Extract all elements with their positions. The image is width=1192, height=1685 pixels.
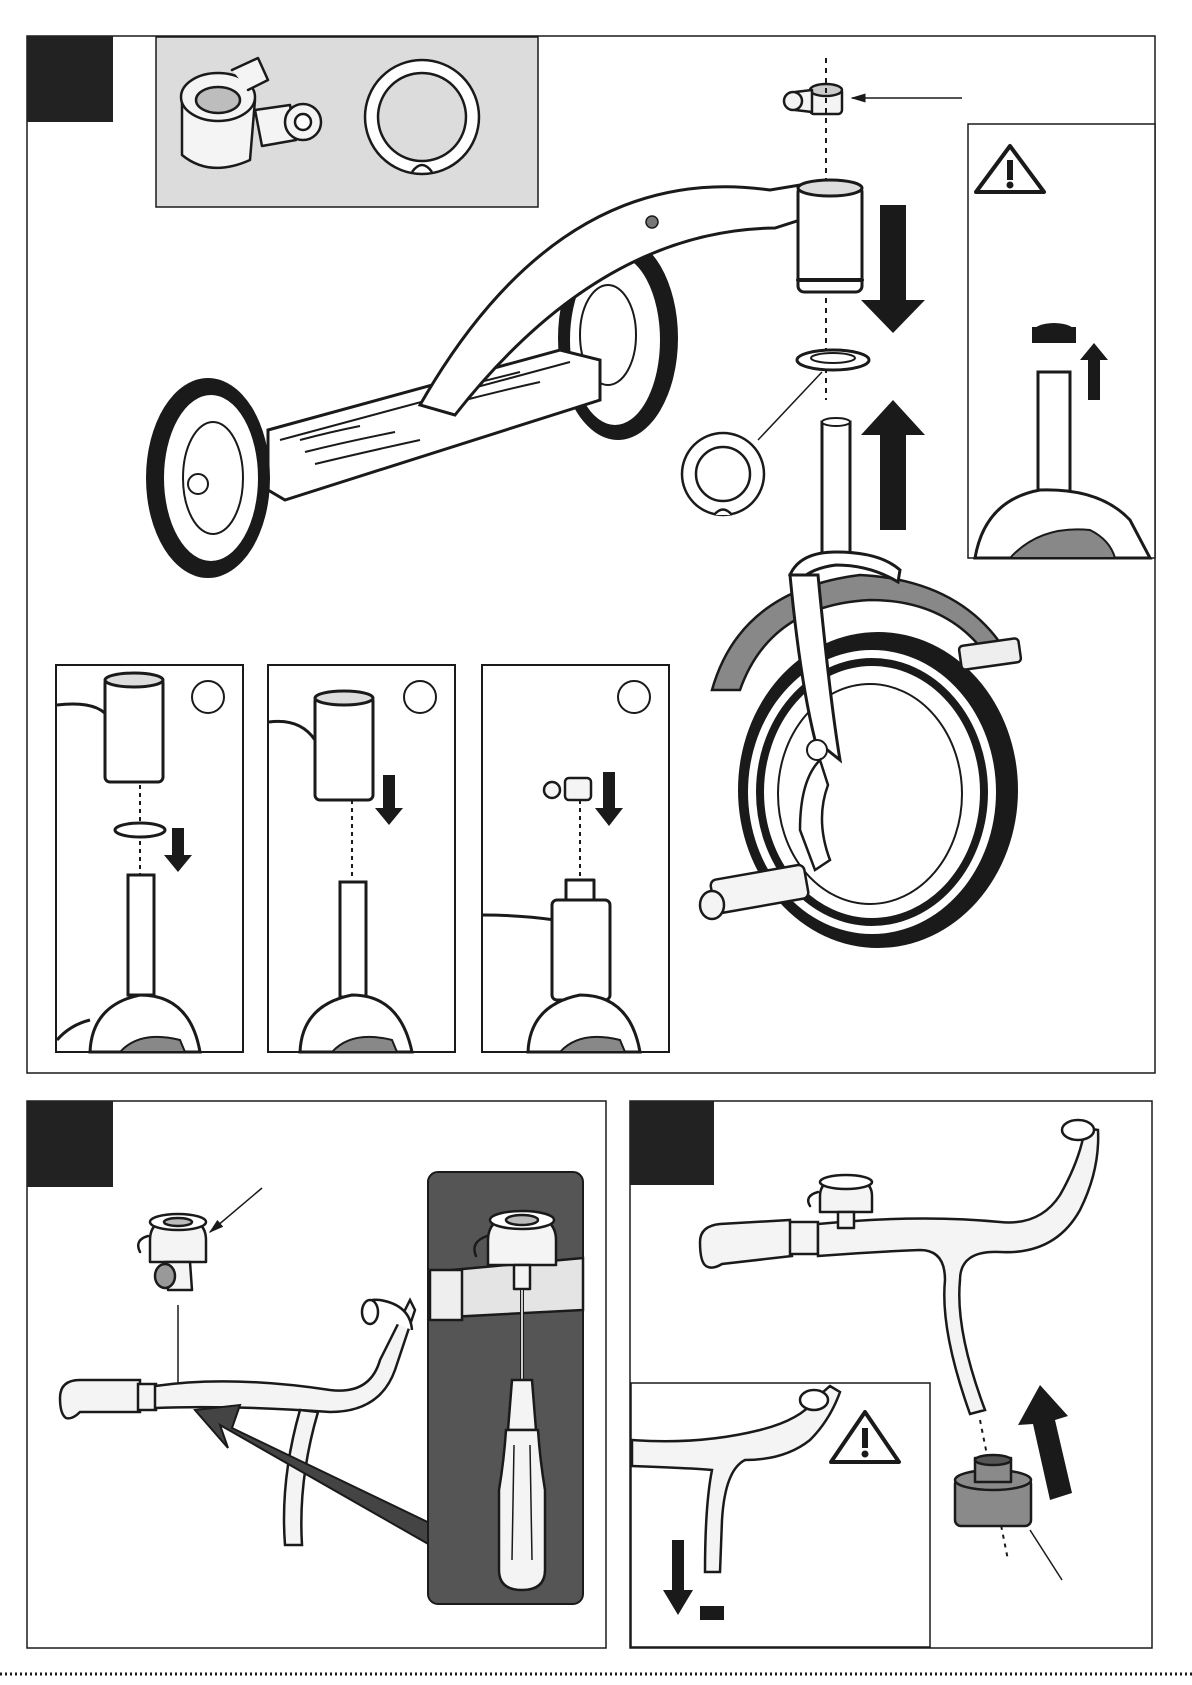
handlebar-adapter [955, 1455, 1031, 1526]
parts-inset [156, 37, 538, 207]
headset-clamp [784, 84, 842, 114]
handlebar [60, 1300, 415, 1545]
sub-step-badge [192, 681, 224, 713]
warning-subpanel [968, 124, 1155, 558]
step-number-box [27, 36, 113, 122]
sub-step-badge [618, 681, 650, 713]
washer-icon [365, 60, 479, 174]
screwdriver-inset [428, 1172, 583, 1604]
handlebar-assembled [700, 1120, 1098, 1414]
sub-step-1 [56, 665, 243, 1052]
step-number-box [630, 1101, 714, 1185]
washer-detail [682, 433, 764, 515]
sub-step-badge [404, 681, 436, 713]
rear-wheel-near [146, 378, 270, 578]
sub-step-2 [268, 665, 455, 1052]
adapter-leader-line [1030, 1530, 1062, 1580]
step-number-box [27, 1101, 113, 1187]
sub-step-3 [482, 665, 669, 1052]
tricycle-rear [146, 180, 862, 578]
head-tube [798, 180, 862, 292]
warning-subpanel-2 [631, 1383, 930, 1647]
up-arrow-icon [861, 400, 925, 530]
down-arrow-icon [861, 205, 925, 333]
direction-arrow [195, 1405, 440, 1545]
bell-leader-line [210, 1188, 262, 1232]
panel-fork-assembly [27, 36, 1155, 1073]
panel-bell-mounting [27, 1101, 606, 1648]
washer-icon [797, 350, 869, 370]
washer-leader-line [758, 372, 822, 440]
panel-handlebar-insertion [630, 1101, 1152, 1648]
bell-icon [138, 1214, 206, 1290]
